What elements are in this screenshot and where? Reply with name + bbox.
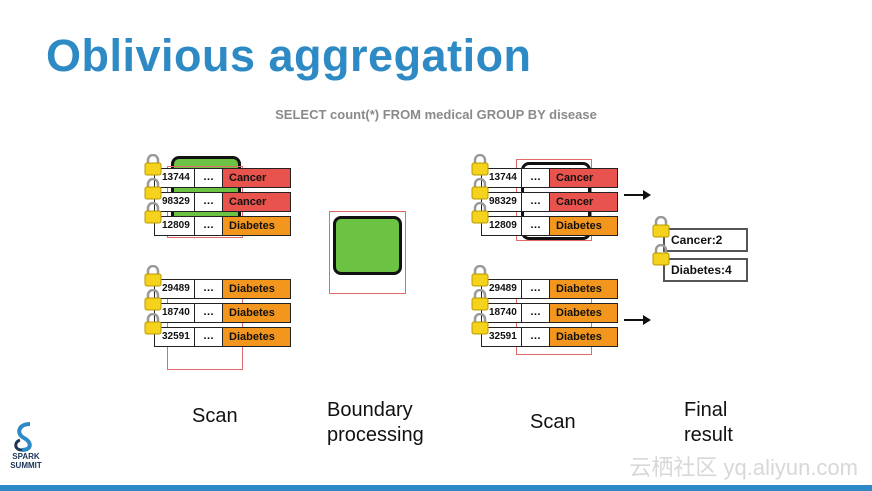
ellipsis-cell: … <box>522 280 550 298</box>
right-arrow-icon <box>624 190 651 200</box>
lock-icon <box>144 264 162 287</box>
record-id: 13744 <box>482 169 522 187</box>
lock-icon <box>652 243 670 266</box>
ellipsis-cell: … <box>522 217 550 235</box>
sql-query: SELECT count(*) FROM medical GROUP BY di… <box>275 107 597 122</box>
lock-icon <box>471 201 489 224</box>
slide-title: Oblivious aggregation <box>46 30 532 81</box>
watermark: 云栖社区 yq.aliyun.com <box>629 455 858 480</box>
record-id: 32591 <box>155 328 195 346</box>
record-id: 12809 <box>155 217 195 235</box>
disease-cell: Diabetes <box>550 328 617 346</box>
ellipsis-cell: … <box>195 217 223 235</box>
caption-final-result: Final result <box>684 399 733 446</box>
record-id: 12809 <box>482 217 522 235</box>
ellipsis-cell: … <box>522 169 550 187</box>
record-id: 13744 <box>155 169 195 187</box>
table-row: 32591…Diabetes <box>154 327 291 347</box>
record-id: 98329 <box>482 193 522 211</box>
disease-cell: Diabetes <box>223 217 290 235</box>
record-id: 18740 <box>155 304 195 322</box>
disease-cell: Diabetes <box>550 304 617 322</box>
ellipsis-cell: … <box>195 304 223 322</box>
result-diabetes: Diabetes:4 <box>663 258 748 282</box>
lock-icon <box>652 215 670 238</box>
disease-cell: Cancer <box>223 193 290 211</box>
table-row: 13744…Cancer <box>481 168 618 188</box>
caption-scan: Scan <box>192 405 238 427</box>
table-row: 98329…Cancer <box>154 192 291 212</box>
lock-icon <box>471 153 489 176</box>
lock-icon <box>144 288 162 311</box>
table-row: 32591…Diabetes <box>481 327 618 347</box>
caption-scan: Scan <box>530 411 576 433</box>
caption-boundary-processing: Boundary processing <box>327 399 424 446</box>
lock-icon <box>471 264 489 287</box>
ellipsis-cell: … <box>195 193 223 211</box>
table-row: 29489…Diabetes <box>481 279 618 299</box>
table-row: 29489…Diabetes <box>154 279 291 299</box>
ellipsis-cell: … <box>522 328 550 346</box>
lock-icon <box>144 177 162 200</box>
lock-icon <box>144 153 162 176</box>
table-row: 18740…Diabetes <box>154 303 291 323</box>
record-id: 98329 <box>155 193 195 211</box>
table-row: 18740…Diabetes <box>481 303 618 323</box>
record-id: 18740 <box>482 304 522 322</box>
boundary-frame <box>329 211 406 294</box>
table-row: 98329…Cancer <box>481 192 618 212</box>
lock-icon <box>471 177 489 200</box>
ellipsis-cell: … <box>522 193 550 211</box>
ellipsis-cell: … <box>522 304 550 322</box>
ellipsis-cell: … <box>195 280 223 298</box>
lock-icon <box>471 312 489 335</box>
disease-cell: Diabetes <box>223 280 290 298</box>
lock-icon <box>144 312 162 335</box>
disease-cell: Cancer <box>550 193 617 211</box>
right-arrow-icon <box>624 315 651 325</box>
enclave-box <box>333 216 402 275</box>
spark-summit-logo-icon <box>14 422 32 452</box>
lock-icon <box>144 201 162 224</box>
disease-cell: Diabetes <box>223 328 290 346</box>
disease-cell: Diabetes <box>550 217 617 235</box>
record-id: 32591 <box>482 328 522 346</box>
disease-cell: Diabetes <box>550 280 617 298</box>
table-row: 12809…Diabetes <box>154 216 291 236</box>
disease-cell: Diabetes <box>223 304 290 322</box>
ellipsis-cell: … <box>195 328 223 346</box>
table-row: 12809…Diabetes <box>481 216 618 236</box>
result-cancer: Cancer:2 <box>663 228 748 252</box>
disease-cell: Cancer <box>223 169 290 187</box>
table-row: 13744…Cancer <box>154 168 291 188</box>
disease-cell: Cancer <box>550 169 617 187</box>
record-id: 29489 <box>155 280 195 298</box>
lock-icon <box>471 288 489 311</box>
record-id: 29489 <box>482 280 522 298</box>
ellipsis-cell: … <box>195 169 223 187</box>
bottom-bar <box>0 485 872 491</box>
